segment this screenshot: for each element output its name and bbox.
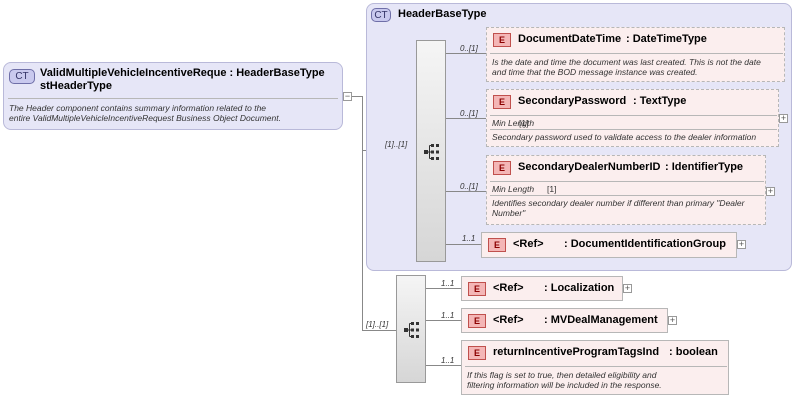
element-name: SecondaryDealerNumberID (518, 161, 661, 173)
element-icon: E (468, 346, 486, 360)
element-desc-line2: filtering information will be included i… (467, 380, 662, 390)
sequence-compositor-2[interactable] (396, 275, 426, 383)
sequence-icon (424, 144, 439, 160)
element-localization[interactable]: E <Ref> : Localization (461, 276, 623, 301)
element-badge-label: E (498, 35, 505, 45)
element-name: returnIncentiveProgramTagsInd (493, 346, 660, 358)
element-cardinality: 0..[1] (460, 44, 478, 53)
element-type: : DocumentIdentificationGroup (564, 238, 726, 250)
root-title-line2: stHeaderType (40, 80, 112, 92)
connector (362, 96, 363, 330)
element-desc-line1: Secondary password used to validate acce… (492, 132, 757, 142)
sequence2-cardinality: [1]..[1] (366, 320, 389, 329)
element-badge-label: E (473, 316, 480, 326)
base-badge-label: CT (374, 10, 388, 21)
root-desc-line2: entire ValidMultipleVehicleIncentiveRequ… (9, 113, 281, 123)
element-icon: E (468, 282, 486, 296)
element-divider (490, 129, 777, 130)
element-cardinality: 1..1 (441, 279, 455, 288)
element-type: : Localization (544, 282, 615, 294)
element-icon: E (493, 95, 511, 109)
root-desc-line1: The Header component contains summary in… (9, 103, 267, 113)
connector (426, 320, 461, 321)
element-badge-label: E (493, 240, 500, 250)
connector (362, 330, 396, 331)
element-badge-label: E (473, 348, 480, 358)
sequence-compositor-1[interactable] (416, 40, 446, 262)
element-desc-line1: If this flag is set to true, then detail… (467, 370, 657, 380)
element-return-incentive-program-tags-ind[interactable]: E returnIncentiveProgramTagsInd : boolea… (461, 340, 729, 395)
element-name: DocumentDateTime (518, 33, 622, 45)
element-document-identification-group[interactable]: E <Ref> : DocumentIdentificationGroup (481, 232, 737, 258)
connector (446, 191, 486, 192)
connector (446, 53, 486, 54)
element-icon: E (493, 33, 511, 47)
element-name: SecondaryPassword (518, 95, 627, 107)
element-cardinality: 0..[1] (460, 182, 478, 191)
element-desc-line2: and time that the BOD message instance w… (492, 67, 698, 77)
expand-icon[interactable]: + (623, 283, 632, 293)
element-divider (490, 53, 783, 54)
element-name: <Ref> (513, 238, 544, 250)
element-secondary-password[interactable]: E SecondaryPassword : TextType Min Lengt… (486, 89, 779, 147)
element-type: : IdentifierType (665, 161, 744, 173)
complex-type-icon: CT (371, 8, 391, 22)
element-badge-label: E (473, 284, 480, 294)
base-type-title: HeaderBaseType (398, 8, 487, 20)
expand-icon[interactable]: + (737, 239, 746, 249)
element-type: : DateTimeType (626, 33, 707, 45)
element-icon: E (488, 238, 506, 252)
collapse-icon[interactable]: − (343, 91, 352, 101)
element-icon: E (468, 314, 486, 328)
sequence-icon (404, 322, 419, 338)
root-badge-label: CT (15, 71, 29, 82)
complex-type-icon: CT (9, 69, 35, 84)
element-desc-line1: Identifies secondary dealer number if di… (492, 198, 745, 208)
element-cardinality: 1..1 (441, 311, 455, 320)
element-type: : MVDealManagement (544, 314, 658, 326)
connector (426, 288, 461, 289)
element-cardinality: 1..1 (462, 234, 476, 243)
element-mv-deal-management[interactable]: E <Ref> : MVDealManagement (461, 308, 668, 333)
element-desc-line1: Is the date and time the document was la… (492, 57, 761, 67)
element-type: : TextType (633, 95, 687, 107)
facet-value: [1] (519, 118, 529, 128)
facet-label: Min Length (492, 118, 535, 128)
element-divider (490, 195, 764, 196)
connector (446, 244, 481, 245)
root-title-line1: ValidMultipleVehicleIncentiveReque : Hea… (40, 67, 325, 79)
element-secondary-dealer-number-id[interactable]: E SecondaryDealerNumberID : IdentifierTy… (486, 155, 766, 225)
element-divider (490, 181, 764, 182)
element-cardinality: 1..1 (441, 356, 455, 365)
expand-icon[interactable]: + (779, 113, 788, 123)
expand-icon[interactable]: + (766, 186, 775, 196)
element-divider (490, 115, 777, 116)
connector (426, 365, 461, 366)
element-desc-line2: Number" (492, 208, 526, 218)
facet-value: [1] (547, 184, 557, 194)
element-badge-label: E (498, 163, 505, 173)
sequence1-cardinality: [1]..[1] (385, 140, 408, 149)
element-badge-label: E (498, 97, 505, 107)
element-type: : boolean (669, 346, 718, 358)
expand-icon[interactable]: + (668, 315, 677, 325)
connector (352, 96, 362, 97)
element-name: <Ref> (493, 282, 524, 294)
element-cardinality: 0..[1] (460, 109, 478, 118)
root-divider (8, 98, 338, 99)
element-divider (465, 366, 727, 367)
element-document-date-time[interactable]: E DocumentDateTime : DateTimeType Is the… (486, 27, 785, 82)
connector (446, 118, 486, 119)
element-icon: E (493, 161, 511, 175)
facet-label: Min Length (492, 184, 535, 194)
root-type-box[interactable]: CT ValidMultipleVehicleIncentiveReque : … (3, 62, 343, 130)
element-name: <Ref> (493, 314, 524, 326)
